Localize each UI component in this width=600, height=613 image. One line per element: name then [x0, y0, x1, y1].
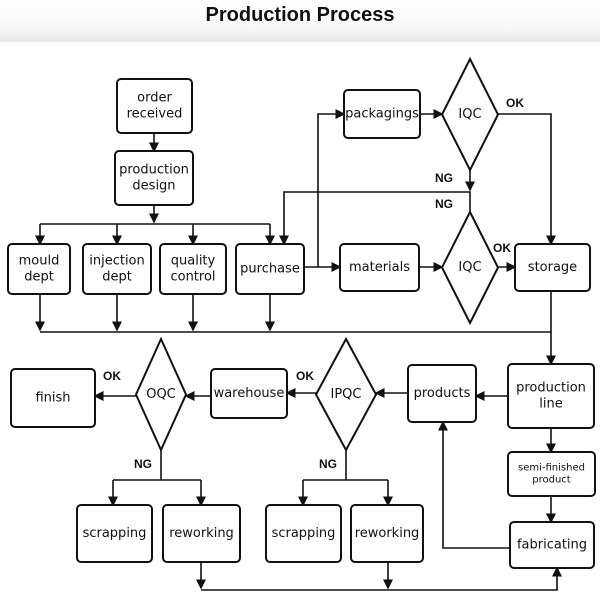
node-label: fabricating [517, 538, 587, 553]
node-materials: materials [339, 243, 420, 292]
node-label: order [137, 91, 172, 106]
edge-label-oqc-ok: OK [103, 369, 121, 383]
node-iqc-top: IQC [440, 56, 500, 173]
node-label: dept [24, 269, 54, 284]
node-ipqc: IPQC [314, 336, 378, 453]
node-label: purchase [240, 262, 300, 277]
node-label: OQC [146, 387, 176, 402]
arrow-purchase-to-packagings [317, 109, 346, 267]
node-label: design [132, 178, 175, 193]
node-label: dept [102, 269, 132, 284]
node-scrapping-left: scrapping [76, 504, 153, 563]
arrow-iqc-top-ok-to-storage [498, 113, 556, 246]
node-scrapping-right: scrapping [265, 504, 342, 563]
node-label: product [532, 475, 571, 486]
node-packagings: packagings [343, 89, 421, 139]
page-title: Production Process [205, 4, 395, 26]
node-oqc: OQC [134, 336, 188, 453]
node-label: scrapping [83, 526, 147, 541]
node-label: line [539, 396, 562, 411]
node-reworking-right: reworking [350, 504, 424, 563]
arrow-fabricating-to-products [438, 420, 510, 549]
edge-label-iqc-top-ng: NG [435, 171, 453, 185]
connector-layer [35, 109, 562, 591]
node-label: finish [35, 391, 70, 406]
node-label: IPQC [331, 387, 362, 402]
edge-label-ipqc-ok: OK [296, 369, 314, 383]
node-layer: orderreceivedproductiondesignmoulddeptin… [7, 56, 596, 569]
node-iqc-mid: IQC [440, 209, 500, 326]
node-label: packagings [345, 107, 419, 122]
node-reworking-left: reworking [162, 504, 241, 563]
edge-label-oqc-ng: NG [134, 457, 152, 471]
node-label: warehouse [214, 386, 285, 401]
node-label: injection [89, 254, 145, 269]
edge-label-iqc-mid-ng: NG [435, 197, 453, 211]
node-fabricating: fabricating [509, 521, 595, 569]
node-warehouse: warehouse [210, 368, 288, 419]
edge-label-layer: OK NG NG OK OK NG OK NG [103, 96, 524, 471]
node-label: reworking [169, 526, 234, 541]
node-label: received [127, 106, 183, 121]
edge-label-ipqc-ng: NG [319, 457, 337, 471]
edge-label-iqc-mid-ok: OK [493, 241, 511, 255]
node-label: IQC [458, 260, 481, 275]
node-purchase: purchase [235, 243, 305, 295]
node-label: production [516, 381, 586, 396]
node-finish: finish [10, 368, 96, 428]
header-band [0, 0, 600, 42]
edge-label-iqc-top-ok: OK [506, 96, 524, 110]
node-label: storage [528, 260, 577, 275]
node-label: semi-finished [518, 463, 585, 474]
node-label: products [414, 386, 471, 401]
node-label: production [119, 163, 189, 178]
node-label: reworking [355, 526, 420, 541]
arrow-iqc-mid-ng-to-purchase [279, 191, 471, 246]
node-label: IQC [458, 107, 481, 122]
node-label: control [170, 269, 215, 284]
arrow-rework-return-to-fabricating [201, 566, 562, 591]
node-label: scrapping [272, 526, 336, 541]
node-storage: storage [514, 243, 591, 292]
node-products: products [407, 364, 477, 423]
node-label: materials [349, 260, 410, 275]
node-label: quality [171, 254, 216, 269]
node-label: mould [19, 254, 60, 269]
